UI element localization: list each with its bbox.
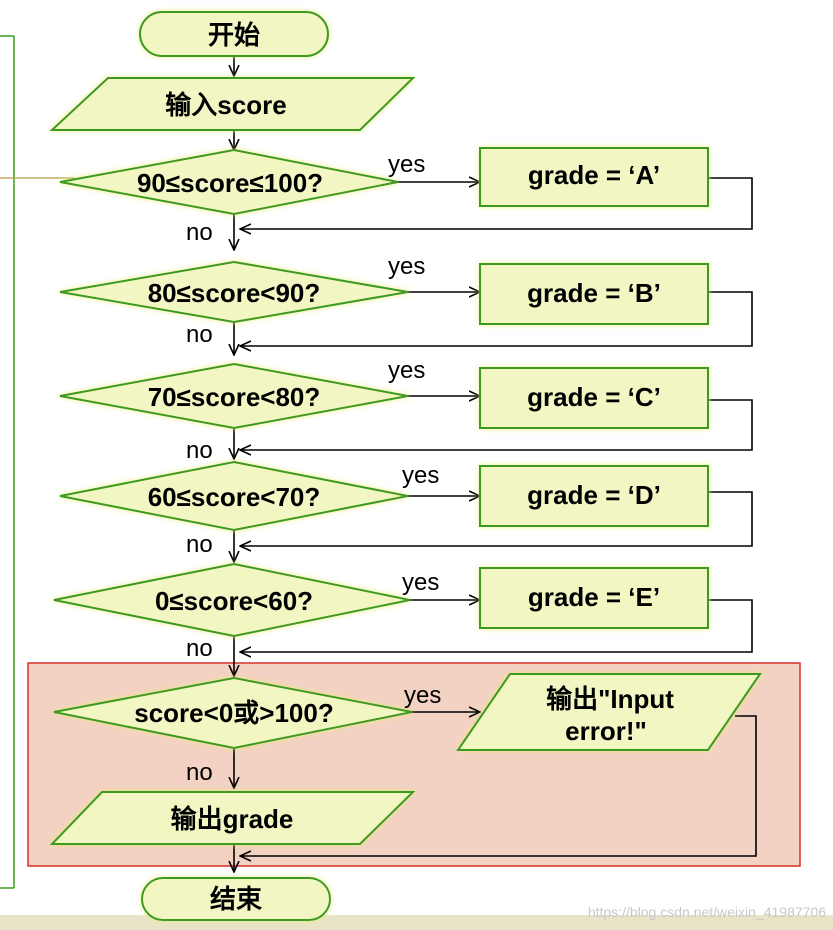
no-label-4: no [186,531,213,558]
decision-4-label: 60≤score<70? [148,482,321,512]
error-check-label: score<0或>100? [134,698,333,728]
return-e [240,599,753,652]
no-label-2: no [186,321,213,348]
return-error [240,715,757,856]
output-label: 输出grade [171,804,294,834]
connectors [234,56,757,872]
return-b [240,291,753,346]
grade-e-label: grade = ‘E’ [528,582,660,612]
return-d [240,491,753,546]
decision-2-label: 80≤score<90? [148,278,321,308]
grade-b-label: grade = ‘B’ [527,278,661,308]
no-label-3: no [186,437,213,464]
yes-label-error: yes [404,682,441,709]
watermark-text: https://blog.csdn.net/weixin_41987706 [588,904,826,920]
no-label-error: no [186,759,213,786]
return-c [240,399,753,450]
yes-label-5: yes [402,569,439,596]
yes-label-3: yes [388,357,425,384]
error-output-line2: error!" [565,716,647,746]
error-check-diamond [53,676,413,750]
decision-4-diamond [59,460,409,532]
grade-a-label: grade = ‘A’ [528,160,660,190]
return-a [240,177,753,229]
process-grade-c [479,367,709,429]
process-grade-a [479,147,709,207]
decision-5-label: 0≤score<60? [155,586,313,616]
error-output-parallelogram [456,673,762,751]
grade-d-label: grade = ‘D’ [527,480,661,510]
start-label: 开始 [208,20,260,50]
output-parallelogram [49,791,416,845]
end-terminal [141,877,331,921]
end-label: 结束 [210,884,263,914]
yes-label-4: yes [402,462,439,489]
process-grade-e [479,567,709,629]
yes-label-2: yes [388,253,425,280]
yes-label-1: yes [388,151,425,178]
error-output-line1: 输出"Input [546,684,674,714]
no-label-1: no [186,219,213,246]
process-grade-d [479,465,709,527]
decision-3-diamond [59,362,409,430]
no-label-5: no [186,635,213,662]
grade-c-label: grade = ‘C’ [527,382,661,412]
decision-1-diamond [59,148,399,216]
input-label: 输入score [165,90,286,120]
decision-5-diamond [53,562,411,638]
decision-3-label: 70≤score<80? [148,382,321,412]
start-terminal [139,11,329,57]
decision-1-label: 90≤score≤100? [137,168,323,198]
process-grade-b [479,263,709,325]
input-parallelogram [49,77,416,131]
decision-2-diamond [59,260,409,324]
